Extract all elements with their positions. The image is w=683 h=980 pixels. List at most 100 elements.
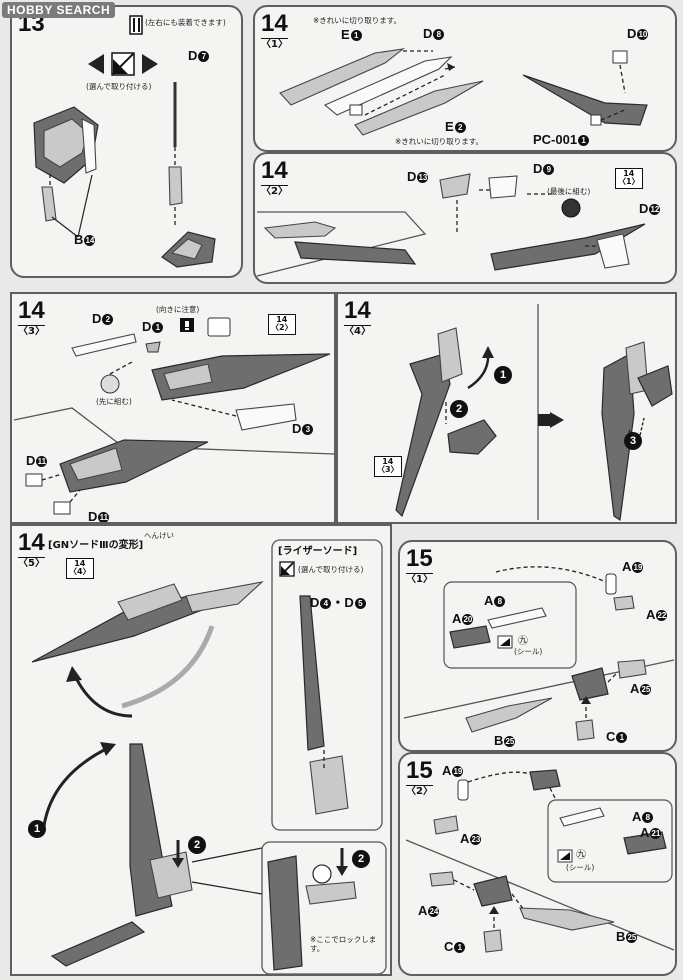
badge-1: 1 [494,366,512,384]
step-14-3-ref: 14〈2〉 [268,314,296,335]
badge-2: 2 [188,836,206,854]
d12-part [596,233,630,269]
b25-part [519,907,615,931]
a8-part [487,607,547,629]
e2-part [354,80,484,136]
step-15-2-sub: 〈2〉 [406,785,433,797]
riser-sword [299,595,325,751]
step-13-note: (左右にも装着できます) [145,18,226,27]
step-14-2-illustration [256,173,646,277]
step-15-1-number: 15 [406,545,433,572]
step-14-5-panel: 14 〈5〉 へんけい [GNソードⅢの変形] 14〈4〉 1 2 2 ※ここで… [10,524,392,976]
step-14-1-note-top: ※きれいに切り取ります。 [313,16,402,25]
step-14-2-number: 14 [261,157,288,184]
a19-part [457,779,469,801]
a8-part [559,807,605,827]
blade-part [522,74,648,126]
step-14-4-number: 14 [344,297,371,324]
step-14-2-sub: 〈2〉 [261,185,288,197]
step-14-5-ruby: へんけい [144,531,174,540]
step-14-3-illustration [13,317,334,515]
top-part [529,769,561,791]
e1-part [279,48,405,106]
d13-part [439,173,471,199]
step-14-1-illustration [279,48,648,136]
step-14-1-sub: 〈1〉 [261,38,288,50]
step-14-5-ref: 14〈4〉 [66,558,94,579]
riser-title: [ライザーソード] [278,546,358,557]
badge-2: 2 [450,400,468,418]
d3-part [235,403,297,431]
step-14-3-caution: (向きに注意) [156,305,200,314]
step-14-5-sub: 〈5〉 [18,557,45,569]
step-14-1-number: 14 [261,10,288,37]
riser-choice-note: (選んで取り付ける) [298,565,364,574]
step-15-1-illustration [403,566,675,741]
badge-1: 1 [28,820,46,838]
d8-part [323,56,453,116]
step-14-5-title: [GNソードⅢの変形] [48,540,144,551]
a20-part [449,625,491,649]
upper-arm-part [473,875,513,907]
step-14-1-note-bottom: ※きれいに切り取ります。 [395,137,484,146]
step-14-4-illustration [395,304,673,522]
d2-part [71,333,137,357]
b25-part [465,697,553,733]
right-arrow-icon [142,54,158,74]
step-14-5-illustration [31,539,387,974]
d1-part [145,341,161,353]
upper-arm-part [571,667,609,701]
a22-part [613,595,635,611]
blade-part [151,353,331,401]
watermark: HOBBY SEARCH [2,2,116,18]
step-14-4-ref: 14〈3〉 [374,456,402,477]
d11b-part [53,501,71,515]
a24-part [429,871,455,887]
step-15-1-sub: 〈1〉 [406,573,433,585]
step-14-5-number: 14 [18,529,45,556]
step-14-2-paint-note: (最後に組む) [547,187,591,196]
badge-2b: 2 [352,850,370,868]
rod-grip [168,166,183,206]
sticker-num: ㊈ [576,850,586,861]
a23-part [433,815,459,835]
b14-part [41,186,57,222]
left-arrow-icon [88,54,104,74]
step-14-3-first-note: (先に組む) [96,397,132,406]
c1-part [483,929,503,953]
step-14-4-panel: 14 〈4〉 14〈3〉 1 2 3 [336,292,677,524]
step-14-3-number: 14 [18,297,45,324]
step-14-2-ref: 14〈1〉 [615,168,643,189]
pc-part [590,114,602,126]
transform-sword [31,595,204,663]
hand-part [447,419,497,455]
step-15-2-illustration [405,769,675,953]
